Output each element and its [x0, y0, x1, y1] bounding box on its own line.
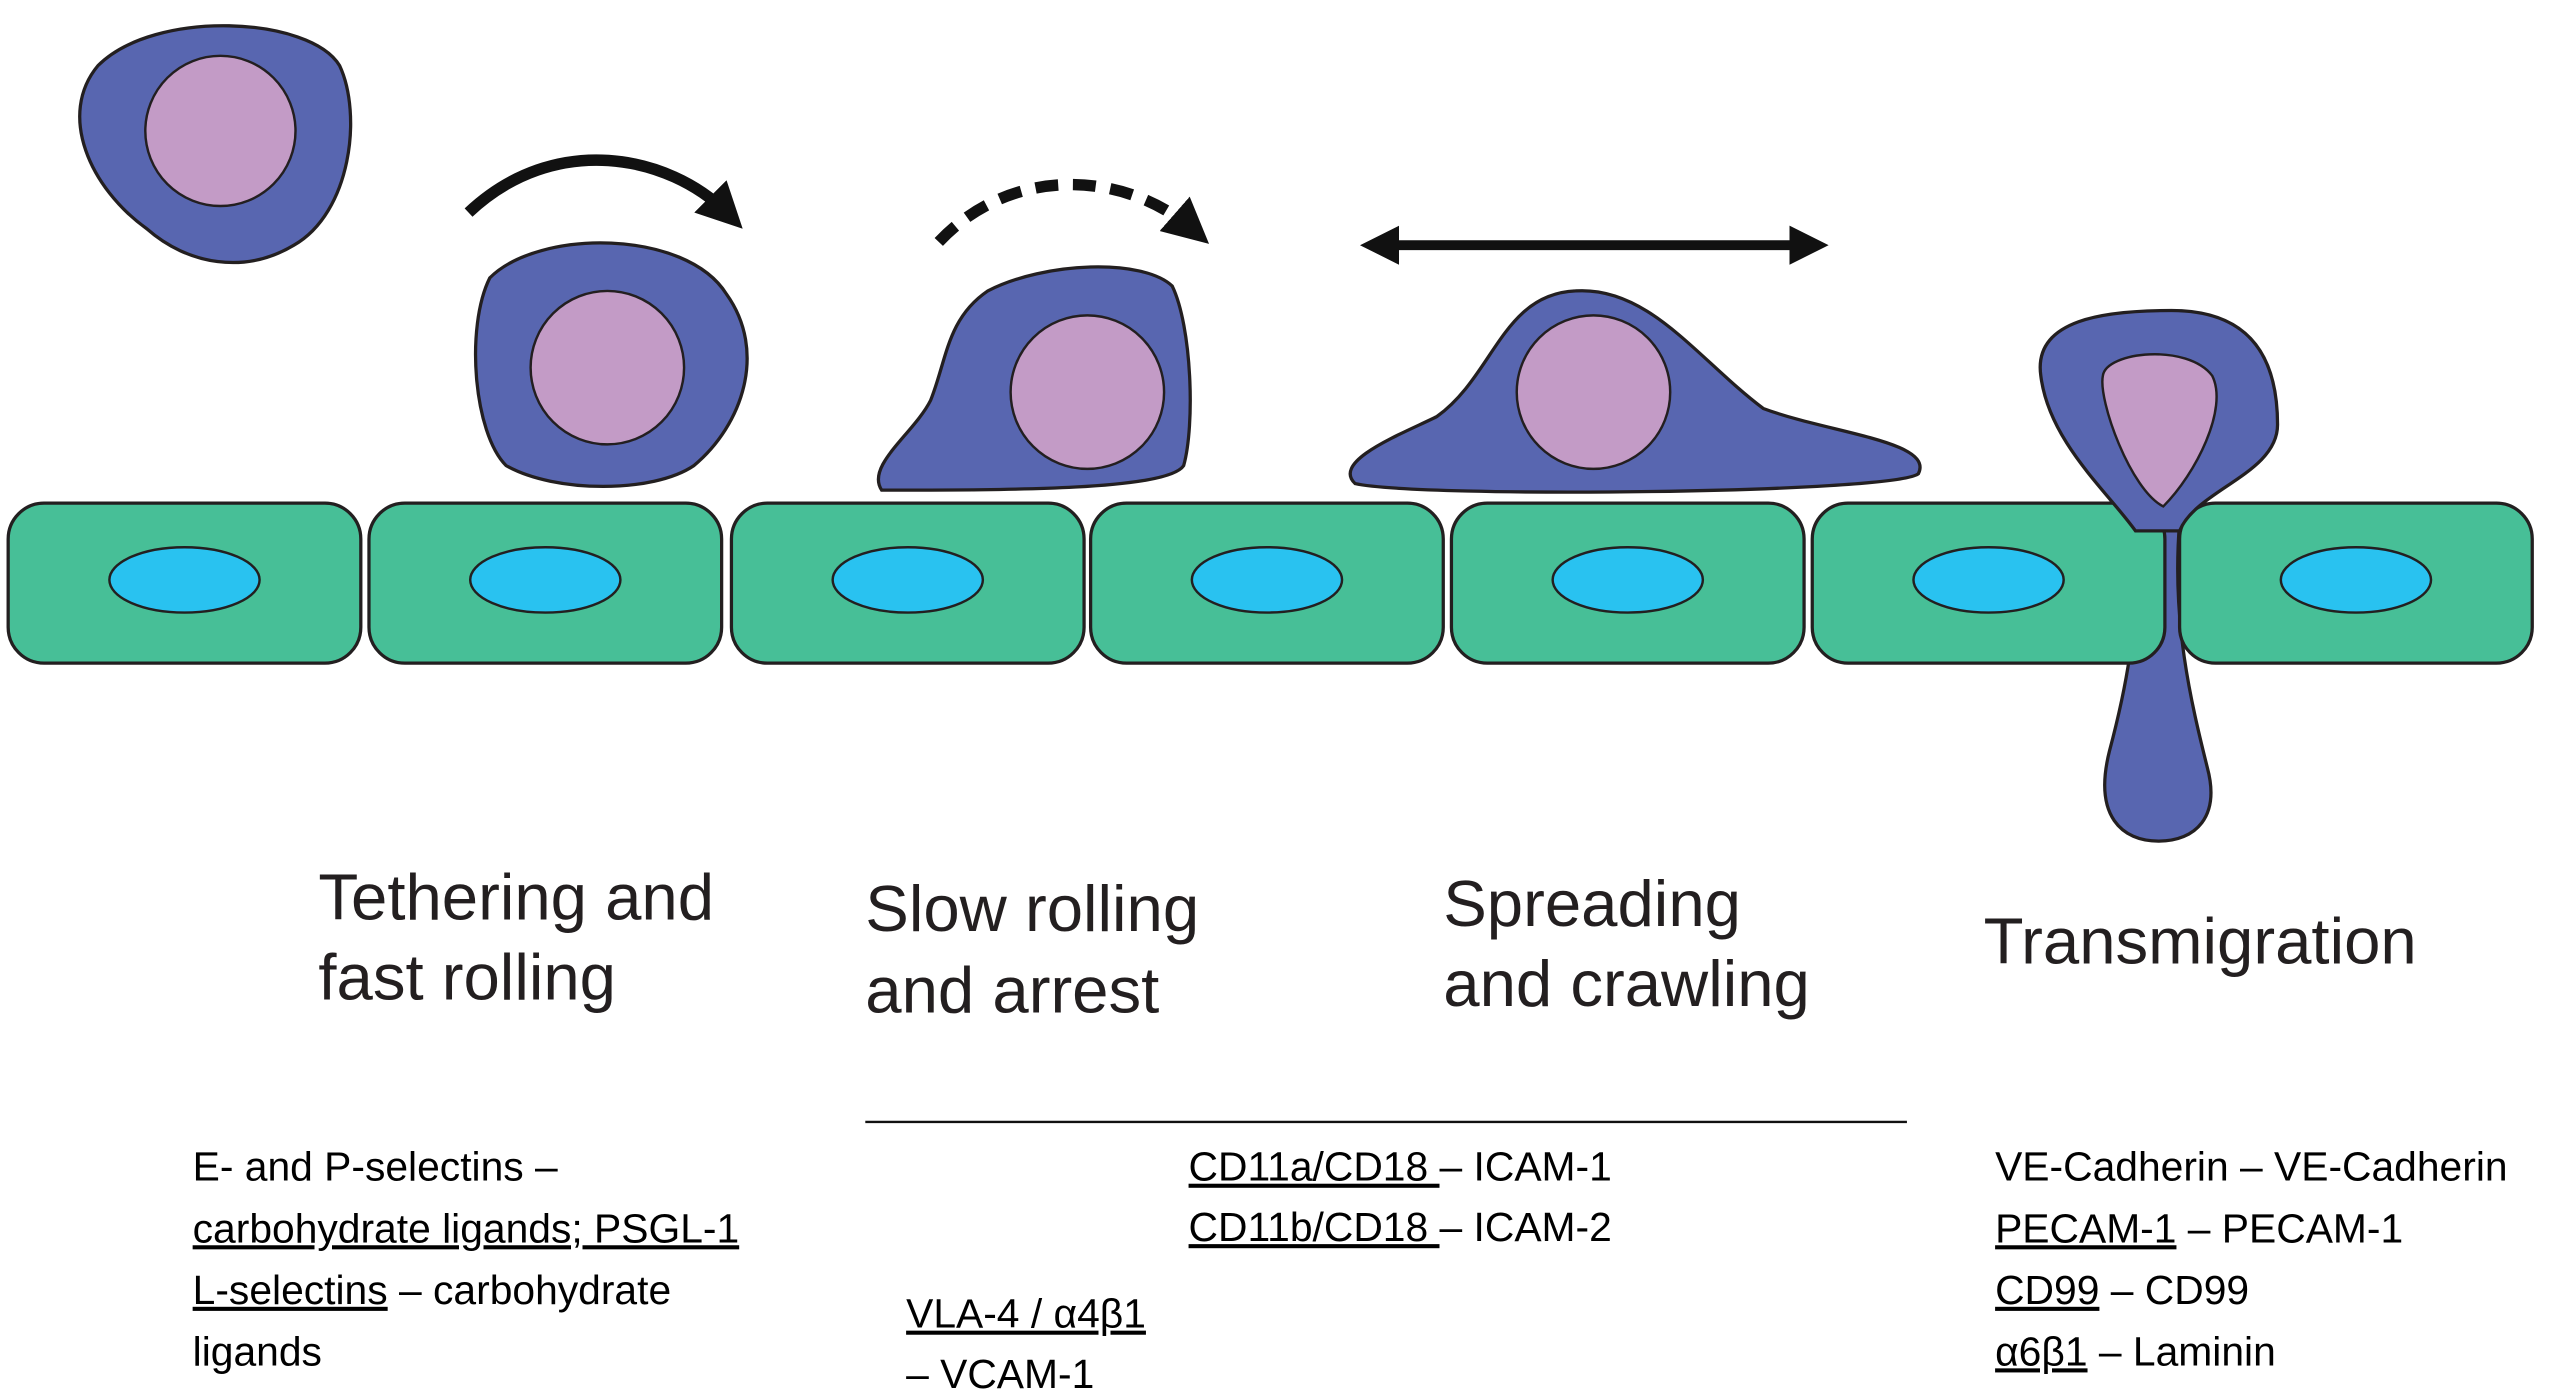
- transmigrating-leukocyte: [2038, 308, 2280, 533]
- slow-rolling-dashed-arrow-icon: [934, 178, 1210, 246]
- ligand-text: – carbohydrate: [388, 1267, 672, 1313]
- integrins-line: CD11b/CD18 – ICAM-2: [1189, 1204, 1612, 1250]
- crawling-leukocyte: [1348, 289, 1922, 494]
- vla4-line: – VCAM-1: [906, 1351, 1094, 1390]
- endothelium: [6, 501, 2534, 665]
- endothelial-cell: [1449, 501, 1806, 665]
- junctional-line: PECAM-1 – PECAM-1: [1995, 1205, 2403, 1251]
- endothelial-nucleus: [108, 546, 261, 614]
- endothelial-nucleus: [1190, 546, 1344, 614]
- ligand-text: – ICAM-2: [1440, 1204, 1612, 1250]
- endothelial-cell: [6, 501, 363, 665]
- junctional-line: VE-Cadherin – VE-Cadherin: [1995, 1144, 2508, 1190]
- receptor-name: CD11a/CD18: [1189, 1144, 1440, 1190]
- selectins-line: L-selectins – carbohydrate: [193, 1267, 672, 1313]
- selectins-line: E- and P-selectins –: [193, 1144, 558, 1190]
- leukocyte-nucleus: [2101, 353, 2218, 508]
- receptor-name: α6β1: [1995, 1328, 2087, 1374]
- ligand-text: – PECAM-1: [2176, 1205, 2403, 1251]
- endothelial-nucleus: [831, 546, 985, 614]
- leukocyte-nucleus: [1009, 314, 1166, 471]
- endothelial-cell: [1088, 501, 1445, 665]
- junctional-line: CD99 – CD99: [1995, 1267, 2249, 1313]
- ligand-text: – ICAM-1: [1440, 1144, 1612, 1190]
- arrested-leukocyte: [876, 265, 1192, 492]
- vla4-line: VLA-4 / α4β1: [906, 1291, 1146, 1337]
- receptor-name: L-selectins: [193, 1267, 388, 1313]
- endothelial-cell: [729, 501, 1086, 665]
- receptor-name: PECAM-1: [1995, 1205, 2176, 1251]
- endothelial-cell: [2177, 501, 2534, 665]
- tethering-leukocyte: [473, 241, 749, 488]
- endothelial-cell: [1810, 501, 2167, 665]
- receptor-name: carbohydrate ligands; PSGL-1: [193, 1205, 740, 1251]
- ligand-text: E- and P-selectins –: [193, 1144, 558, 1190]
- receptor-name: CD99: [1995, 1267, 2099, 1313]
- endothelial-nucleus: [1551, 546, 1705, 614]
- adhesion-molecule-lists: E- and P-selectins – carbohydrate ligands…: [193, 1144, 2508, 1390]
- endothelial-nucleus: [2279, 546, 2433, 614]
- leukocyte-nucleus: [144, 54, 297, 208]
- transmigrating-leukocyte-protrusion: [2103, 521, 2213, 843]
- ligand-text: – VCAM-1: [906, 1351, 1094, 1390]
- endothelial-cell: [367, 501, 724, 665]
- ligand-text: – Laminin: [2088, 1328, 2276, 1374]
- leukocyte-nucleus: [529, 289, 686, 446]
- endothelial-nucleus: [1912, 546, 2065, 614]
- ligand-text: ligands: [193, 1328, 322, 1374]
- leukocyte-nucleus: [1515, 314, 1672, 471]
- junctional-line: α6β1 – Laminin: [1995, 1328, 2276, 1374]
- endothelial-nucleus: [468, 546, 622, 614]
- selectins-line: carbohydrate ligands; PSGL-1: [193, 1205, 740, 1251]
- ligand-text: VE-Cadherin – VE-Cadherin: [1995, 1144, 2508, 1190]
- rolling-arrow-icon: [464, 154, 743, 229]
- receptor-name: CD11b/CD18: [1189, 1204, 1440, 1250]
- stage-label-transmigration: Transmigration: [1984, 905, 2417, 978]
- selectins-line: ligands: [193, 1328, 322, 1374]
- integrins-line: CD11a/CD18 – ICAM-1: [1189, 1144, 1612, 1190]
- ligand-text: – CD99: [2099, 1267, 2249, 1313]
- free-leukocyte: [78, 24, 353, 265]
- receptor-name: VLA-4 / α4β1: [906, 1291, 1146, 1337]
